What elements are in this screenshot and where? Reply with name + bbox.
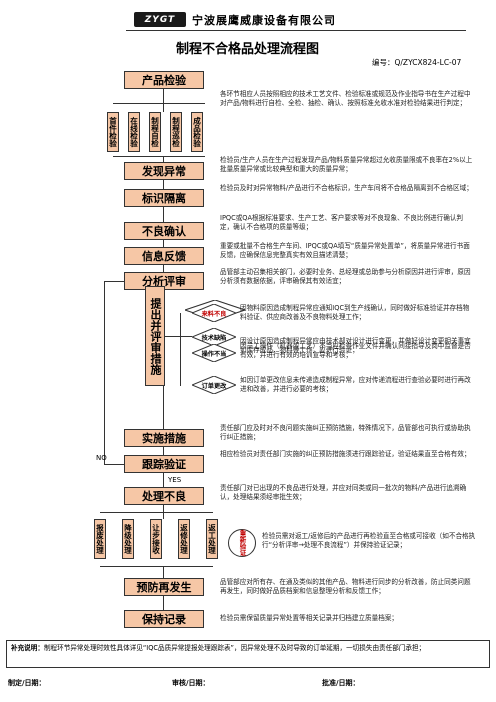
step-propose-measures: 提出并评审措施: [145, 286, 165, 386]
connector-spine-3: [163, 207, 164, 222]
cause-order: 订单更改: [201, 382, 227, 390]
cause-technical: 技术缺陷: [201, 334, 227, 342]
step-confirm-defect: 不良确认: [124, 222, 204, 240]
step-propose-measures-label: 提出并评审措施: [149, 297, 162, 375]
connector-no-loop-top: [104, 281, 124, 282]
reinspect-label: 重新验证: [238, 530, 246, 556]
desc-feedback: 重要或批量不合格生产车间、IPQC或QA填写“质量异常处置单”，将质量异常进行书…: [220, 242, 470, 259]
desc-isolate: 检验员及时对异常物料/产品进行不合格标识，生产车间将不合格品隔离到不合格区域；: [220, 184, 473, 192]
disposal-rework: 返工处理: [206, 519, 218, 559]
desc-confirm: IPQC或QA根据标准要求、生产工艺、客户要求等对不良现象、不良比例进行确认判定…: [220, 214, 464, 231]
desc-records: 检验员需保留质量异常处置等相关记录并归档建立质量档案；: [220, 614, 399, 622]
footer-reviewed: 审核/日期：: [172, 679, 210, 687]
connector-spine-11: [163, 566, 164, 578]
desc-analysis: 品管部主动召集相关部门，必要时业务、总经理或总助参与分析原因并进行评审，原因分析…: [220, 268, 471, 285]
header-rule: [126, 30, 466, 31]
connector-causes-spine: [180, 313, 181, 386]
supplement-label: 补充说明：: [11, 644, 44, 652]
cause-material: 来料不良: [201, 310, 227, 318]
step-info-feedback: 信息反馈: [124, 247, 204, 265]
logo: ZYGT: [134, 12, 186, 27]
desc-operation: 因员工操作（机器或工艺）不当应检查作业文件并确认间接指导及岗中监督是否有效，并进…: [240, 342, 471, 359]
step-tracking-verify: 跟踪验证: [124, 455, 204, 473]
step-keep-records: 保持记录: [124, 610, 204, 628]
doc-number: 编号：Q/ZYCX824-LC-07: [372, 58, 462, 67]
step-analysis-review: 分析评审: [124, 272, 204, 290]
inspection-patrol: 制程巡检: [170, 112, 182, 152]
footer-prepared: 制定/日期：: [8, 679, 46, 687]
desc-order: 如因订单更改信息未传递造成制程异常，应对传递流程进行查验必要时进行再改进和改善，…: [240, 376, 471, 393]
cause-material-shape: [190, 303, 238, 323]
supplement-box: 补充说明：制程环节异常处理时效性具体详见“IQC品质异常提报处理跟踪表”，因异常…: [6, 640, 490, 668]
disposal-repair: 返修处理: [178, 519, 190, 559]
connector-disposal-bar-top: [100, 512, 213, 513]
connector-spine-top: [163, 89, 164, 112]
desc-inspection: 各环节相应人员按照相应的技术工艺文件、检验标准或规范及作业指导书在生产过程中对产…: [220, 90, 471, 107]
disposal-downgrade: 降级处理: [122, 519, 134, 559]
cause-operation: 操作不当: [201, 350, 227, 358]
connector-inspect-bar-bottom: [113, 156, 205, 157]
step-preventive-action: 预防再发生: [124, 578, 204, 596]
footer-approved: 批准/日期：: [322, 679, 360, 687]
step-implement-measures: 实施措施: [124, 429, 204, 447]
desc-implement: 责任部门应及时对不良问题实施纠正预防措施，特殊情况下，品管部也可执行或协助执行纠…: [220, 424, 471, 441]
connector-spine-12: [163, 596, 164, 610]
logo-text: ZYGT: [144, 14, 176, 25]
desc-handle: 责任部门对已出现的不良品进行处理，并应对同类或同一批次的物料/产品进行追溯确认，…: [220, 484, 467, 501]
connector-spine-4: [163, 240, 164, 247]
connector-no-loop-left: [104, 464, 124, 465]
inspection-final: 成品检验: [191, 112, 203, 152]
company-name: 宁波展鹰威康设备有限公司: [192, 14, 336, 27]
connector-propose-right: [165, 336, 192, 337]
step-found-abnormal: 发现异常: [124, 162, 204, 180]
branch-yes-label: YES: [168, 476, 182, 484]
disposal-scrap: 报废处理: [94, 519, 106, 559]
connector-spine-1: [163, 156, 164, 162]
connector-no-loop-vertical: [104, 281, 105, 464]
connector-disposal-bar-bottom: [100, 566, 213, 567]
step-mark-isolate: 标识隔离: [124, 189, 204, 207]
connector-spine-7: [163, 386, 164, 429]
step-handle-defect: 处理不良: [124, 487, 204, 505]
connector-spine-2: [163, 180, 164, 189]
reinspect-circle: 重新验证: [228, 529, 256, 557]
desc-tracking: 相应检验员对责任部门实施的纠正预防措施须进行跟踪验证，验证结果直至合格有效；: [220, 450, 471, 458]
branch-no-label: NO: [96, 454, 107, 462]
connector-spine-8: [163, 447, 164, 455]
desc-technical: 因设计原因造成制程异常应由技术部对设计进行变更，并做好设计变更相关事宜如库存成品…: [240, 337, 471, 354]
connector-inspect-bar-top: [113, 103, 205, 104]
connector-spine-5: [163, 265, 164, 272]
connector-spine-9: [163, 473, 164, 487]
supplement-text: 制程环节异常处理时效性具体详见“IQC品质异常提报处理跟踪表”，因异常处理不及时…: [43, 644, 426, 652]
step-product-inspection: 产品检验: [124, 71, 204, 89]
cause-order-shape: [190, 375, 238, 395]
cause-operation-shape: [190, 343, 238, 363]
inspection-online: 在线检验: [128, 112, 140, 152]
inspection-self: 制程自检: [149, 112, 161, 152]
desc-abnormal: 检验员/生产人员在生产过程发现产品/物料质量异常超过允收质量限或不良率在2%以上…: [220, 156, 473, 173]
desc-prevent: 品管部应对所有存、在通及类似的其他产品、物料进行同步的分析改善，防止同类问题再发…: [220, 578, 471, 595]
desc-reinspect: 检验员需对返工/返修后的产品进行再检验直至合格或可接收（如不合格执行“分析评审→…: [262, 532, 476, 549]
page-title: 制程不合格品处理流程图: [176, 42, 320, 57]
disposal-concession: 让步接收: [150, 519, 162, 559]
desc-material: 因物料原因造成制程异常应通知IQC到生产线确认，同时做好标准验证并存档物料验证、…: [240, 304, 470, 321]
inspection-first-article: 首件检验: [107, 112, 119, 152]
